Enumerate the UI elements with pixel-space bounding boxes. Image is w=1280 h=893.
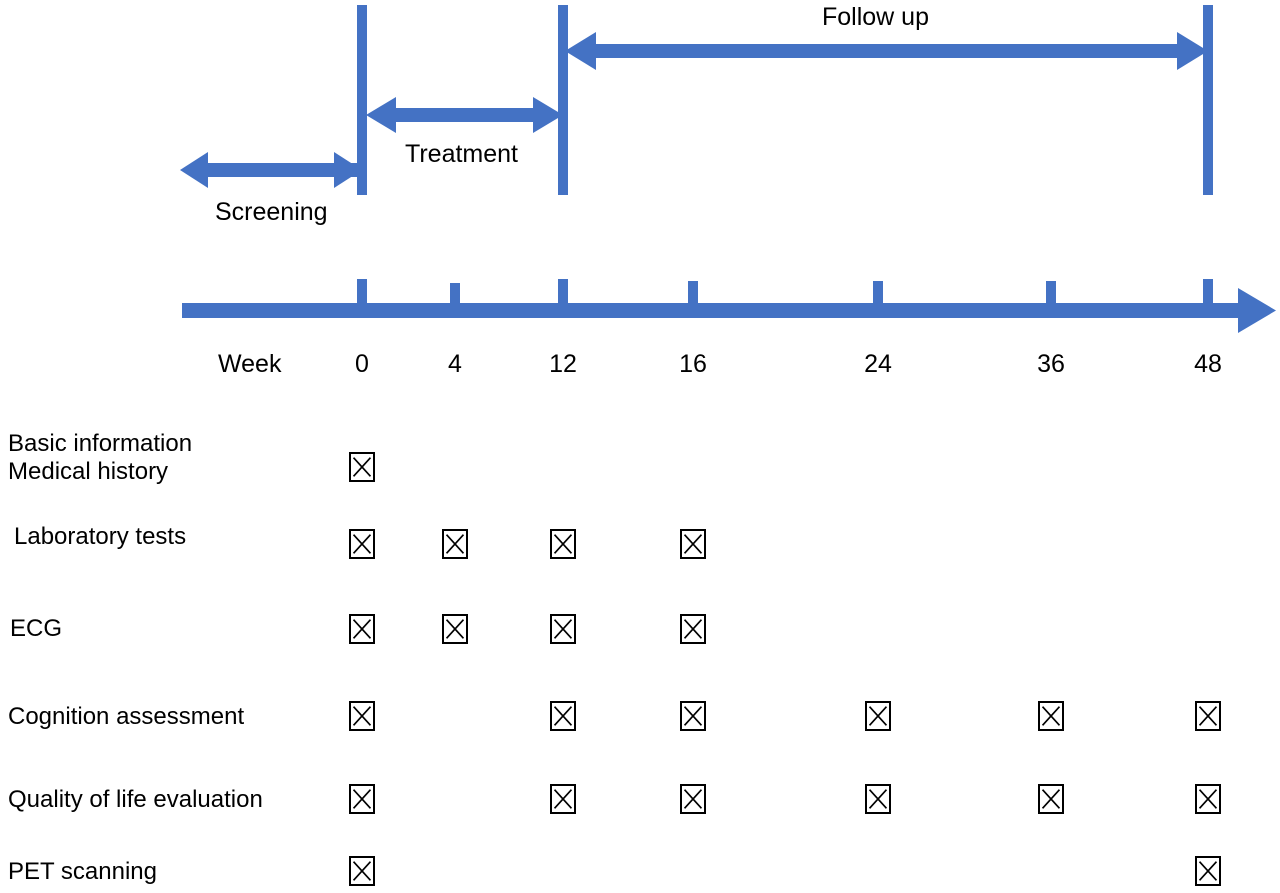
checkbox-basic-information-medical-history-week-0[interactable] <box>349 452 375 482</box>
x-mark-icon <box>868 789 888 809</box>
checkbox-ecg-week-16[interactable] <box>680 614 706 644</box>
x-mark-icon <box>1041 706 1061 726</box>
tick-week-24 <box>873 281 883 305</box>
tick-label-week-16: 16 <box>679 350 707 378</box>
row-label-pet-scanning: PET scanning <box>8 858 157 885</box>
checkbox-cognition-assessment-week-12[interactable] <box>550 701 576 731</box>
checkbox-cognition-assessment-week-16[interactable] <box>680 701 706 731</box>
checkbox-pet-scanning-week-0[interactable] <box>349 856 375 886</box>
tick-week-16 <box>688 281 698 305</box>
x-mark-icon <box>683 534 703 554</box>
row-label-ecg: ECG <box>10 615 63 642</box>
x-mark-icon <box>1198 861 1218 881</box>
x-mark-icon <box>445 534 465 554</box>
tick-week-12 <box>558 279 568 305</box>
x-mark-icon <box>352 619 372 639</box>
checkbox-quality-of-life-evaluation-week-48[interactable] <box>1195 784 1221 814</box>
tick-week-0 <box>357 279 367 305</box>
checkbox-cognition-assessment-week-36[interactable] <box>1038 701 1064 731</box>
tick-label-week-24: 24 <box>864 350 892 378</box>
checkbox-ecg-week-0[interactable] <box>349 614 375 644</box>
row-label-cognition-assessment: Cognition assessment <box>8 703 245 730</box>
checkbox-laboratory-tests-week-12[interactable] <box>550 529 576 559</box>
followup-arrow <box>565 32 1208 70</box>
row-label-basic-information-medical-history: Basic information Medical history <box>8 430 193 485</box>
phase-label-followup: Follow up <box>822 3 929 31</box>
checkbox-quality-of-life-evaluation-week-24[interactable] <box>865 784 891 814</box>
x-mark-icon <box>445 619 465 639</box>
x-mark-icon <box>352 534 372 554</box>
screening-arrow <box>180 152 362 188</box>
checkbox-laboratory-tests-week-4[interactable] <box>442 529 468 559</box>
row-label-quality-of-life-evaluation: Quality of life evaluation <box>8 786 263 813</box>
x-mark-icon <box>1041 789 1061 809</box>
checkbox-cognition-assessment-week-0[interactable] <box>349 701 375 731</box>
checkbox-cognition-assessment-week-48[interactable] <box>1195 701 1221 731</box>
tick-label-week-0: 0 <box>355 350 369 378</box>
phase-boundary-week12 <box>558 5 568 195</box>
x-mark-icon <box>352 457 372 477</box>
x-mark-icon <box>868 706 888 726</box>
tick-label-week-36: 36 <box>1037 350 1065 378</box>
checkbox-quality-of-life-evaluation-week-0[interactable] <box>349 784 375 814</box>
x-mark-icon <box>683 706 703 726</box>
x-mark-icon <box>683 619 703 639</box>
x-mark-icon <box>553 706 573 726</box>
tick-label-week-12: 12 <box>549 350 577 378</box>
phase-label-treatment: Treatment <box>405 140 519 168</box>
x-mark-icon <box>683 789 703 809</box>
checkbox-quality-of-life-evaluation-week-36[interactable] <box>1038 784 1064 814</box>
phase-boundary-week48 <box>1203 5 1213 195</box>
tick-label-week-48: 48 <box>1194 350 1222 378</box>
tick-label-week-4: 4 <box>448 350 462 378</box>
x-mark-icon <box>553 789 573 809</box>
timeline-ticks <box>357 279 1213 305</box>
checkbox-laboratory-tests-week-16[interactable] <box>680 529 706 559</box>
x-mark-icon <box>1198 789 1218 809</box>
tick-week-4 <box>450 283 460 305</box>
timeline-axis <box>182 288 1276 333</box>
x-mark-icon <box>352 706 372 726</box>
x-mark-icon <box>352 861 372 881</box>
tick-week-36 <box>1046 281 1056 305</box>
checkbox-quality-of-life-evaluation-week-12[interactable] <box>550 784 576 814</box>
phase-label-screening: Screening <box>215 198 328 226</box>
checkbox-ecg-week-4[interactable] <box>442 614 468 644</box>
checkbox-pet-scanning-week-48[interactable] <box>1195 856 1221 886</box>
x-mark-icon <box>553 619 573 639</box>
phase-boundary-week0 <box>357 5 367 195</box>
checkbox-cognition-assessment-week-24[interactable] <box>865 701 891 731</box>
checkbox-quality-of-life-evaluation-week-16[interactable] <box>680 784 706 814</box>
x-mark-icon <box>1198 706 1218 726</box>
tick-week-48 <box>1203 279 1213 305</box>
checkbox-laboratory-tests-week-0[interactable] <box>349 529 375 559</box>
axis-label-week: Week <box>218 350 282 378</box>
checkbox-ecg-week-12[interactable] <box>550 614 576 644</box>
x-mark-icon <box>553 534 573 554</box>
row-label-laboratory-tests: Laboratory tests <box>14 523 187 550</box>
x-mark-icon <box>352 789 372 809</box>
treatment-arrow <box>366 97 563 133</box>
